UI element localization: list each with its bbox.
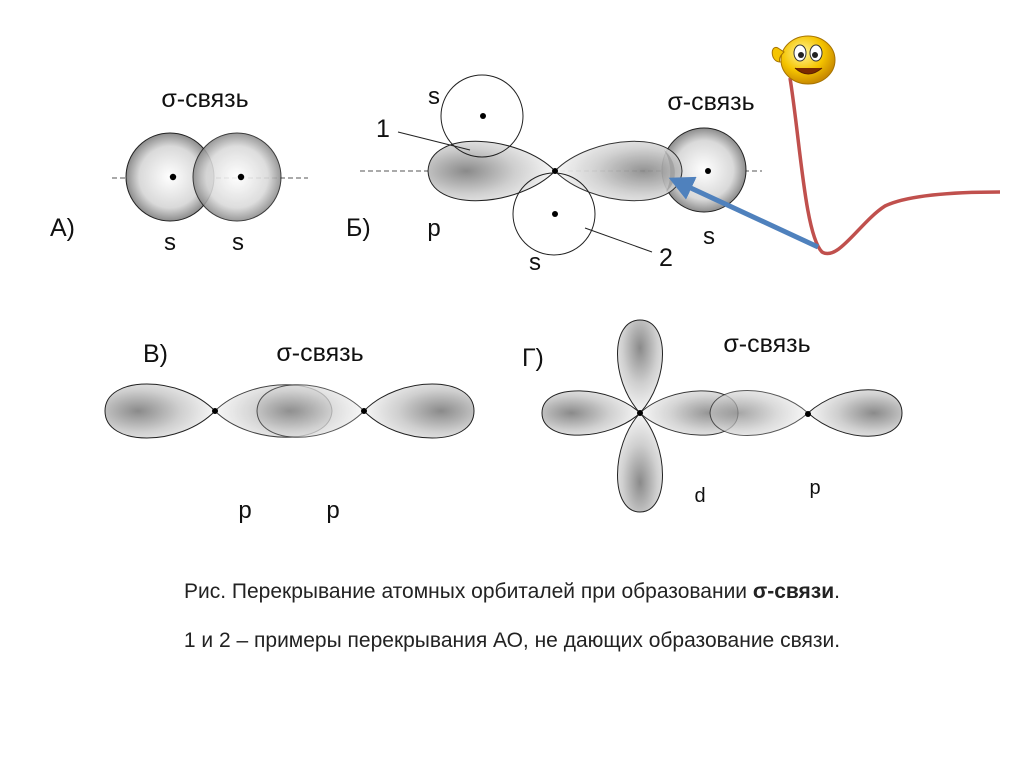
p-label: p xyxy=(809,477,820,499)
s-label: s xyxy=(164,229,176,256)
panel-g: Г) σ-связь d p xyxy=(522,319,903,513)
caption-line-1: Рис. Перекрывание атомных орбиталей при … xyxy=(184,580,840,603)
number-2-label: 2 xyxy=(659,244,673,272)
number-1-label: 1 xyxy=(376,115,390,143)
panel-a-title: σ-связь xyxy=(161,85,248,113)
nucleus-dot xyxy=(361,408,367,414)
nucleus-dot xyxy=(552,211,558,217)
s-orbital-top xyxy=(440,74,524,158)
caption-bold-term: σ-связи xyxy=(752,580,835,603)
panel-g-title: σ-связь xyxy=(723,330,810,358)
nucleus-dot xyxy=(169,173,177,181)
d-orbital-bottom-lobe xyxy=(617,412,663,513)
s-orbital-right xyxy=(192,132,282,222)
nucleus-dot xyxy=(480,113,486,119)
p-orbital-2-left-lobe xyxy=(256,384,365,438)
panel-g-label: Г) xyxy=(522,344,544,372)
s-label: s xyxy=(428,83,440,110)
p-label: p xyxy=(427,215,440,242)
energy-curve-annotation xyxy=(668,35,1001,256)
nucleus-dot xyxy=(805,411,811,417)
s-label: s xyxy=(232,229,244,256)
pointer-arrow xyxy=(668,176,820,250)
p-orbital-left-lobe xyxy=(709,390,809,436)
nucleus-dot xyxy=(705,168,711,174)
leader-line-1 xyxy=(397,131,471,151)
nucleus-dot xyxy=(237,173,245,181)
p-label: p xyxy=(326,497,339,524)
p-orbital-2-right-lobe xyxy=(363,383,475,439)
d-orbital-left-lobe xyxy=(541,390,641,436)
s-label: s xyxy=(703,223,715,250)
panel-v-label: В) xyxy=(143,340,168,368)
panel-b-title: σ-связь xyxy=(667,88,754,116)
panel-a-label: А) xyxy=(50,214,75,242)
panel-v: В) σ-связь p p xyxy=(104,339,475,524)
panel-b: s 1 σ-связь Б) p s 2 s xyxy=(346,74,762,276)
smiley-icon xyxy=(771,35,836,85)
p-label: p xyxy=(238,497,251,524)
p-orbital-left-lobe xyxy=(427,140,556,202)
d-orbital-top-lobe xyxy=(617,319,663,414)
potential-energy-curve xyxy=(788,77,1001,256)
nucleus-dot xyxy=(212,408,218,414)
panel-a: σ-связь А) s s xyxy=(50,85,308,256)
leader-line-2 xyxy=(584,227,653,253)
panel-b-label: Б) xyxy=(346,214,371,242)
caption-line-2: 1 и 2 – примеры перекрывания АО, не дающ… xyxy=(183,629,841,652)
nucleus-dot xyxy=(552,168,558,174)
d-label: d xyxy=(694,485,705,507)
nucleus-dot xyxy=(637,410,643,416)
s-label: s xyxy=(529,249,541,276)
p-orbital-1-left-lobe xyxy=(104,383,216,439)
p-orbital-right-lobe xyxy=(807,389,903,437)
panel-v-title: σ-связь xyxy=(276,339,363,367)
p-orbital-right-lobe xyxy=(554,140,683,202)
